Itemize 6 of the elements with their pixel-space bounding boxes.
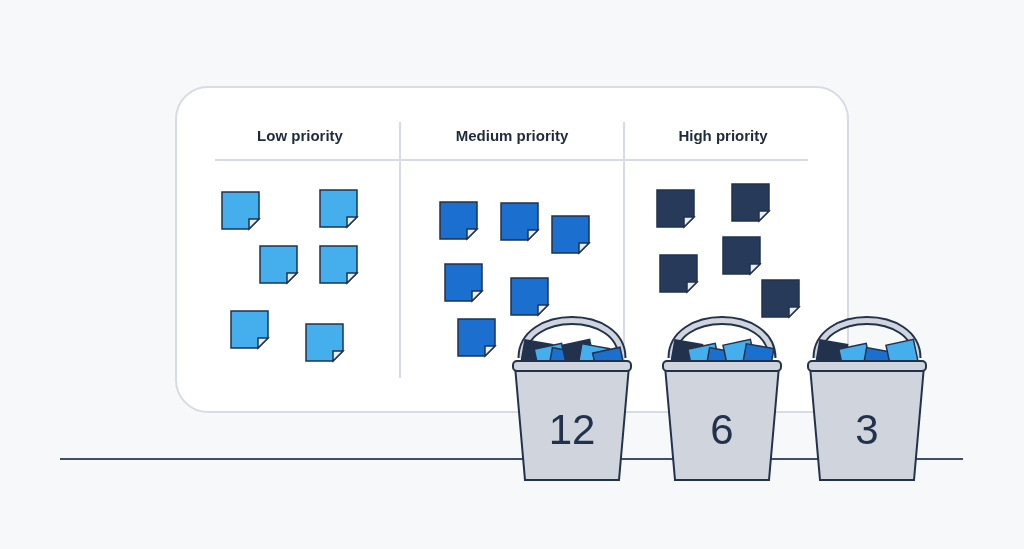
bucket-count: 12 xyxy=(547,406,597,454)
column-heading: Medium priority xyxy=(454,127,570,144)
column-heading: High priority xyxy=(677,127,769,144)
column-heading: Low priority xyxy=(256,127,344,144)
bucket-count: 6 xyxy=(709,406,735,454)
bucket-count: 3 xyxy=(854,406,880,454)
